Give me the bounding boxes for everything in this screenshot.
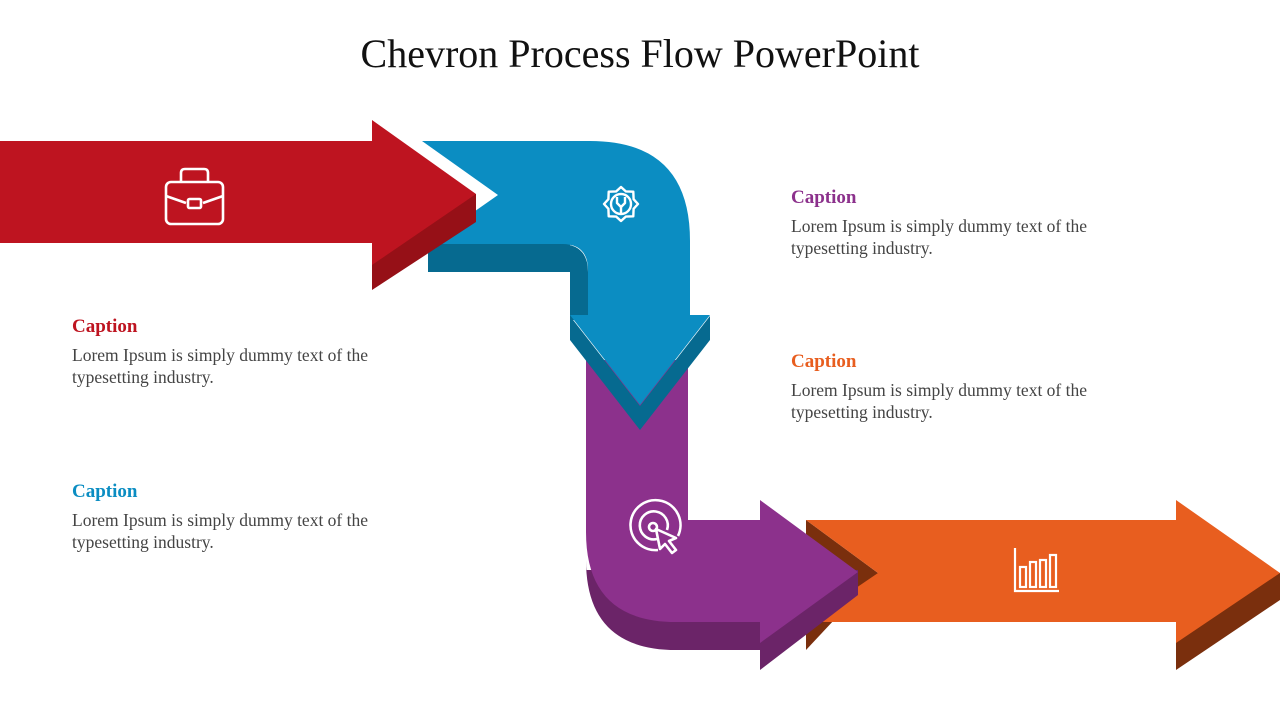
caption-title: Caption — [72, 316, 138, 337]
bar-chart-icon — [1013, 548, 1059, 593]
red-arrow — [0, 120, 476, 290]
caption-block-1: Caption Lorem Ipsum is simply dummy text… — [72, 316, 432, 388]
caption-text: Lorem Ipsum is simply dummy text of the … — [72, 510, 369, 552]
gear-wrench-icon — [602, 185, 640, 223]
caption-title: Caption — [791, 187, 857, 208]
caption-title: Caption — [791, 351, 857, 372]
caption-text: Lorem Ipsum is simply dummy text of the … — [791, 380, 1088, 422]
target-cursor-icon — [629, 498, 682, 555]
caption-block-4: Caption Lorem Ipsum is simply dummy text… — [791, 351, 1151, 423]
slide-title: Chevron Process Flow PowerPoint — [360, 31, 920, 76]
caption-text: Lorem Ipsum is simply dummy text of the … — [72, 345, 369, 387]
caption-block-3: Caption Lorem Ipsum is simply dummy text… — [72, 481, 432, 553]
caption-title: Caption — [72, 481, 138, 502]
blue-arrow — [422, 141, 710, 430]
caption-block-2: Caption Lorem Ipsum is simply dummy text… — [791, 187, 1151, 259]
briefcase-icon — [164, 167, 225, 226]
orange-arrow — [806, 500, 1280, 670]
caption-text: Lorem Ipsum is simply dummy text of the … — [791, 216, 1088, 258]
purple-arrow — [586, 360, 858, 670]
